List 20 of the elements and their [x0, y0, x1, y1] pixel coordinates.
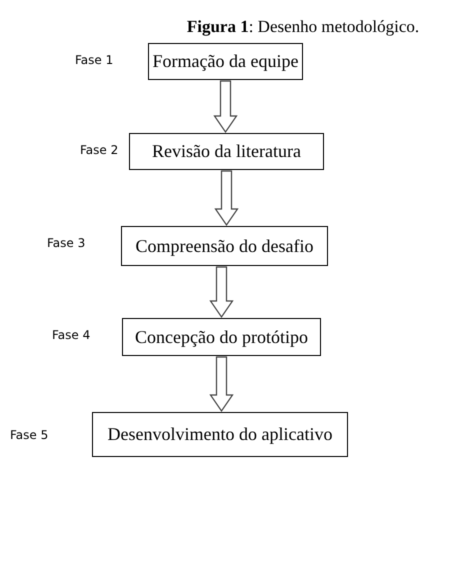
process-box: [92, 412, 348, 457]
box-label: Revisão da literatura: [152, 141, 301, 162]
block-arrow: [209, 356, 234, 412]
box-label: Concepção do protótipo: [135, 326, 308, 348]
block-arrow: [209, 266, 234, 318]
phase-label: Fase 1: [75, 53, 114, 67]
process-box: [122, 318, 321, 356]
figure-title: Figura 1: Desenho metodológico.: [186, 17, 420, 37]
phase-label: Fase 3: [47, 236, 86, 250]
phase-label: Fase 5: [10, 428, 48, 442]
phase-label: Fase 2: [80, 143, 118, 157]
box-label: Formação da equipe: [152, 51, 298, 72]
process-box: [121, 226, 328, 266]
phase-label: Fase 4: [52, 328, 90, 342]
block-arrow: [214, 170, 239, 226]
box-label: Desenvolvimento do aplicativo: [108, 424, 332, 445]
block-arrow: [213, 80, 238, 134]
box-label: Compreensão do desafio: [136, 236, 314, 256]
process-box: [129, 133, 324, 170]
process-box: [148, 43, 303, 80]
